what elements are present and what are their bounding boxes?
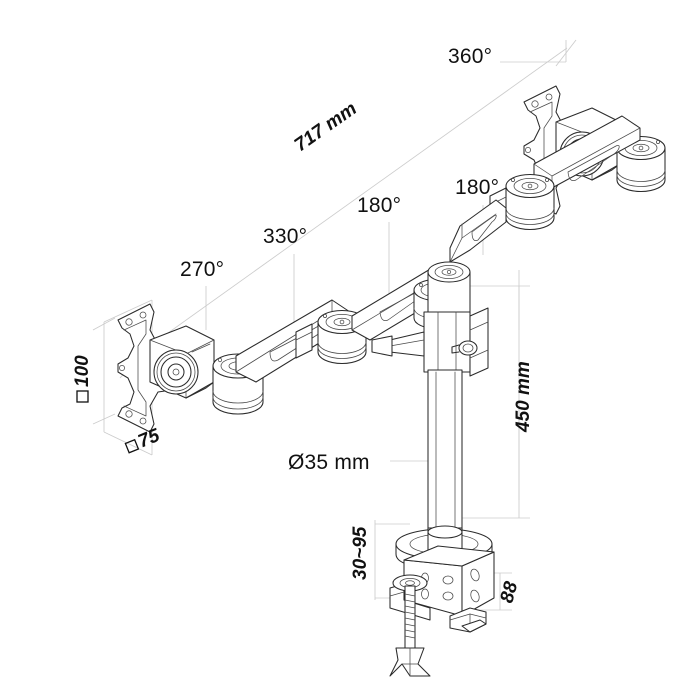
label-vesa-100: 100 — [72, 355, 93, 387]
left-tilt-head — [149, 325, 215, 399]
label-rotation-360: 360° — [448, 45, 492, 68]
construction-lines — [92, 39, 577, 611]
label-rotation-330: 330° — [263, 225, 307, 248]
label-column-height-450mm: 450 mm — [513, 361, 534, 433]
desk-clamp-base — [389, 525, 495, 633]
square-symbol-75-icon — [124, 438, 140, 454]
label-vesa-100-group: 100 — [72, 355, 93, 403]
label-rotation-180-right: 180° — [455, 176, 499, 199]
square-symbol-100-icon — [76, 390, 89, 403]
vertical-support-pole — [427, 369, 463, 541]
right-arm-inner-segment — [449, 199, 507, 263]
clamp-thumb-screw — [389, 574, 431, 677]
label-pole-diameter: Ø35 mm — [288, 451, 370, 474]
center-pole-top-hub — [371, 261, 489, 377]
label-rotation-270: 270° — [180, 258, 224, 281]
label-clamp-range: 30~95 — [350, 526, 371, 580]
label-rotation-180-center: 180° — [357, 194, 401, 217]
